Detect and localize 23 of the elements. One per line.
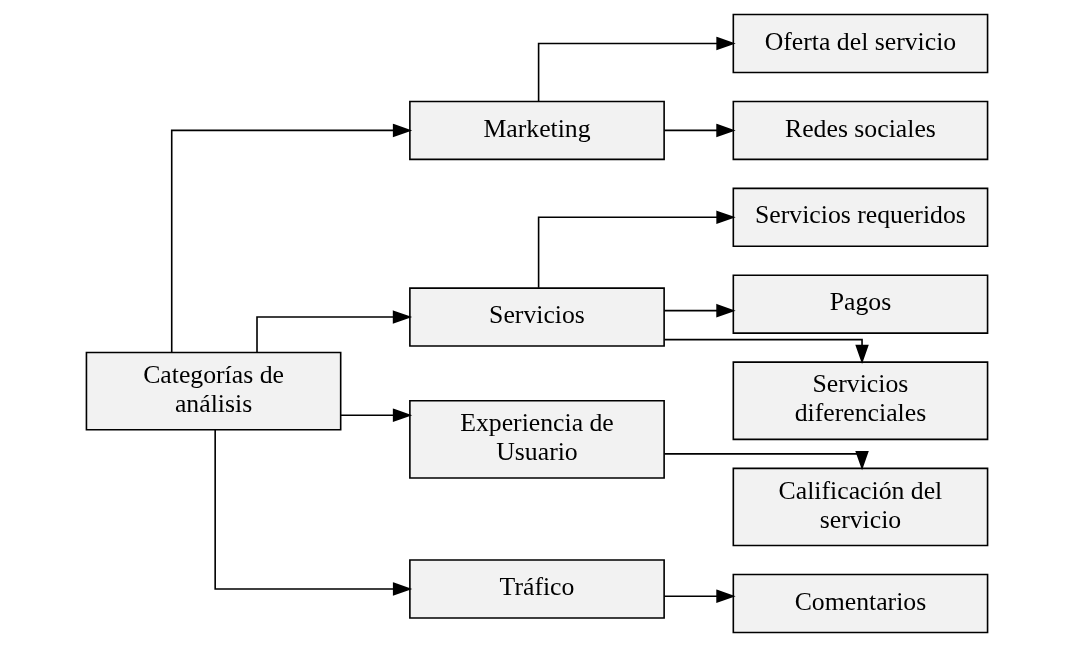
node-box: Oferta del servicio (732, 13, 988, 74)
arrow (339, 408, 412, 422)
node-box: Categorías de análisis (85, 351, 341, 431)
node-box: Pagos (732, 274, 988, 334)
arrow (663, 123, 736, 138)
node-box: Marketing (408, 100, 665, 161)
arrow (663, 303, 736, 318)
arrow (255, 310, 412, 354)
node-box: Redes sociales (732, 100, 988, 161)
node-box: Servicios requeridos (732, 187, 988, 248)
node-box: Servicios (408, 287, 665, 347)
node-box: Tráfico (408, 559, 665, 619)
node-box: Comentarios (732, 573, 988, 634)
node-box: Experiencia de Usuario (408, 399, 665, 479)
arrow (213, 428, 412, 596)
arrow (537, 210, 736, 289)
node-box: Calificación del servicio (732, 467, 988, 547)
arrow (537, 36, 736, 102)
arrow (663, 450, 869, 471)
arrow (663, 589, 736, 603)
node-box: Servicios diferenciales (732, 361, 988, 441)
arrow (170, 123, 412, 353)
arrow (663, 338, 869, 365)
